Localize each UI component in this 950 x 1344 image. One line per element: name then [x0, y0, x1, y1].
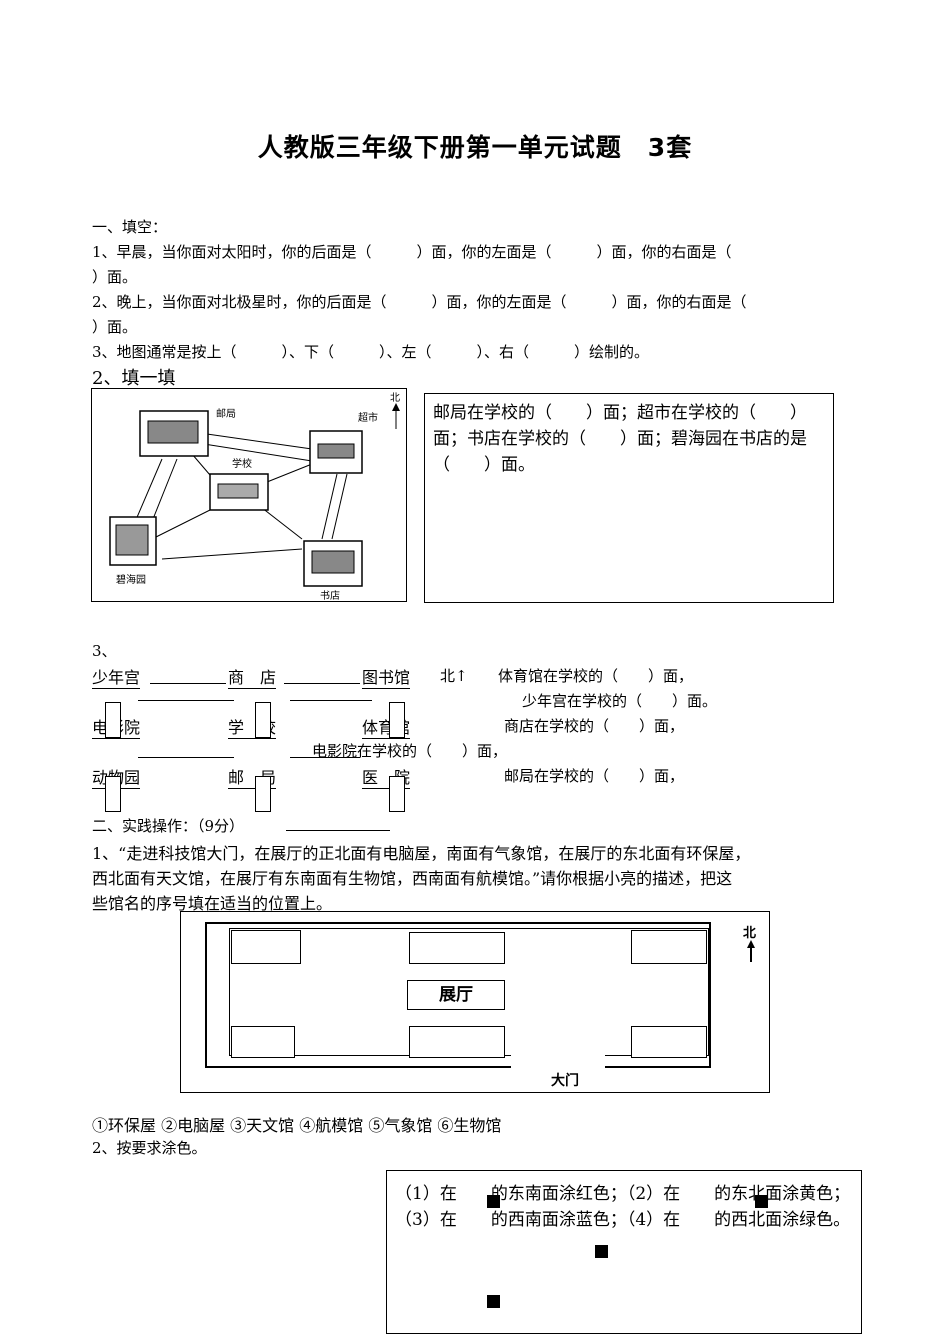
road-bar — [105, 776, 121, 812]
grid-question-5: 邮局在学校的（ ）面， — [504, 767, 685, 785]
square-marker — [487, 1195, 500, 1208]
practice-heading: 二、实践操作：（9分） — [92, 817, 245, 835]
map-market-label: 超市 — [358, 413, 378, 424]
room-northwest — [231, 930, 301, 964]
grid-question-4: 电影院在学校的（ ）面， — [312, 742, 508, 760]
practice-1-line-a: 1、“走进科技馆大门，在展厅的正北面有电脑屋，南面有气象馆，在展厅的东北面有环保… — [92, 844, 751, 863]
road-bar — [105, 702, 121, 738]
section2-heading: 2、填一填 — [92, 368, 176, 389]
museum-options: ①环保屋 ②电脑屋 ③天文馆 ④航模馆 ⑤气象馆 ⑥生物馆 — [92, 1116, 502, 1135]
square-marker — [755, 1195, 768, 1208]
room-southeast — [631, 1026, 707, 1058]
map-north-label: 北 — [390, 393, 400, 404]
map-school-label: 学校 — [232, 459, 252, 470]
map-question-text: 邮局在学校的（ ）面；超市在学校的（ ）面；书店在学校的（ ）面；碧海园在书店的… — [433, 403, 807, 475]
square-marker — [487, 1295, 500, 1308]
section1-heading: 一、填空： — [92, 218, 168, 236]
map-bookstore-label: 书店 — [320, 591, 340, 602]
map-question-box: 邮局在学校的（ ）面；超市在学校的（ ）面；书店在学校的（ ）面；碧海园在书店的… — [424, 393, 834, 603]
road-bar — [389, 702, 405, 738]
town-map-drawing — [109, 403, 400, 587]
road-bar — [389, 776, 405, 812]
room-southwest — [231, 1026, 295, 1058]
page-title: 人教版三年级下册第一单元试题 3套 — [257, 133, 693, 162]
science-museum-diagram: 展厅 大门 北 — [180, 911, 770, 1093]
section3-number: 3、 — [92, 642, 117, 660]
question-2-line-a: 2、晚上，当你面对北极星时，你的后面是（ ）面，你的左面是（ ）面，你的右面是（ — [92, 293, 747, 311]
practice-2: 2、按要求涂色。 — [92, 1139, 207, 1157]
coloring-box: （1）在 的东南面涂红色；（2）在 的东北面涂黄色；（3）在 的西南面涂蓝色；（… — [386, 1170, 862, 1334]
hall-label: 展厅 — [407, 980, 505, 1010]
question-2-line-b: ）面。 — [92, 318, 138, 336]
practice-1-line-c: 些馆名的序号填在适当的位置上。 — [92, 894, 333, 913]
room-north — [409, 932, 505, 964]
museum-north-label: 北 — [743, 926, 757, 941]
square-marker — [595, 1245, 608, 1258]
grid-question-3: 商店在学校的（ ）面， — [504, 717, 685, 735]
map-park-label: 碧海园 — [116, 575, 146, 586]
gate-opening — [511, 1050, 605, 1070]
grid-cell-library: 图书馆 — [362, 664, 411, 689]
grid-north-label: 北↑ — [440, 667, 468, 685]
grid-cell-youth-palace: 少年宫 — [92, 664, 141, 689]
room-south — [409, 1026, 505, 1058]
question-1-line-a: 1、早晨，当你面对太阳时，你的后面是（ ）面，你的左面是（ ）面，你的右面是（ — [92, 243, 732, 261]
town-map: 北 邮局 超市 学校 碧海园 书店 — [91, 388, 407, 602]
grid-question-2: 少年宫在学校的（ ）面。 — [522, 692, 718, 710]
map-post-label: 邮局 — [216, 409, 236, 420]
north-arrow-icon — [747, 940, 755, 962]
question-1-line-b: ）面。 — [92, 268, 138, 286]
question-3: 3、地图通常是按上（ ）、下（ ）、左（ ）、右（ ）绘制的。 — [92, 343, 650, 361]
grid-question-1: 体育馆在学校的（ ）面， — [498, 667, 694, 685]
road-bar — [255, 702, 271, 738]
gate-label: 大门 — [551, 1073, 579, 1089]
road-bar — [255, 776, 271, 812]
room-northeast — [631, 930, 707, 964]
practice-1-line-b: 西北面有天文馆，在展厅有东南面有生物馆，西南面有航模馆。”请你根据小亮的描述，把… — [92, 869, 733, 888]
grid-cell-shop: 商 店 — [228, 664, 277, 689]
museum-outer-wall — [205, 922, 711, 1068]
coloring-text: （1）在 的东南面涂红色；（2）在 的东北面涂黄色；（3）在 的西南面涂蓝色；（… — [395, 1184, 851, 1230]
